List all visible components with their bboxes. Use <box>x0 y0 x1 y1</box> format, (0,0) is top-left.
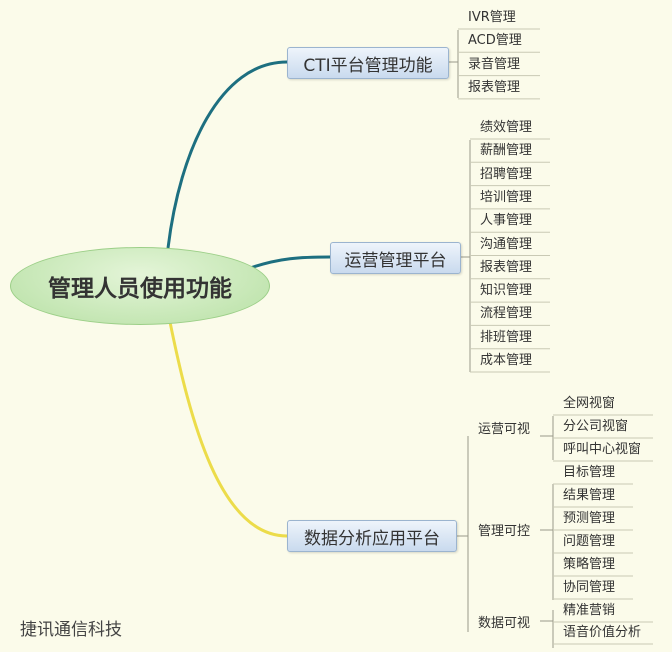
leaf-topic[interactable]: ACD管理 <box>468 33 522 49</box>
leaf-topic[interactable]: 流程管理 <box>480 306 533 322</box>
root-topic[interactable]: 管理人员使用功能 <box>10 247 270 325</box>
leaf-topic[interactable]: 全网视窗 <box>563 396 616 411</box>
leaf-topic[interactable]: 沟通管理 <box>480 236 533 252</box>
leaf-topic[interactable]: 薪酬管理 <box>480 143 533 159</box>
leaf-topic[interactable]: 分公司视窗 <box>563 419 629 434</box>
topic-operations-platform[interactable]: 运营管理平台 <box>330 242 461 274</box>
leaf-topic[interactable]: 协同管理 <box>563 580 616 595</box>
leaf-topic[interactable]: 录音管理 <box>468 56 521 72</box>
branch-line-data <box>168 321 288 538</box>
subtopic[interactable]: 运营可视 <box>478 422 531 437</box>
leaf-topic[interactable]: 成本管理 <box>480 353 533 368</box>
leaf-topic[interactable]: 人事管理 <box>480 213 533 229</box>
leaf-topic[interactable]: 目标管理 <box>563 465 616 480</box>
leaf-topic[interactable]: 绩效管理 <box>480 120 533 135</box>
leaf-topic[interactable]: 招聘管理 <box>480 166 533 182</box>
leaf-topic[interactable]: 策略管理 <box>563 557 616 572</box>
branch-line-cti <box>166 60 288 249</box>
leaf-topic[interactable]: 语音价值分析 <box>563 625 642 640</box>
watermark: 捷讯通信科技 <box>20 620 122 640</box>
leaf-topic[interactable]: 培训管理 <box>480 189 533 205</box>
subtopic[interactable]: 数据可视 <box>478 616 531 631</box>
topic-data-analysis-platform[interactable]: 数据分析应用平台 <box>287 520 457 552</box>
leaf-topic[interactable]: 问题管理 <box>563 534 616 549</box>
leaf-topic[interactable]: IVR管理 <box>468 10 516 25</box>
leaf-topic[interactable]: 报表管理 <box>468 79 521 95</box>
leaf-topic[interactable]: 呼叫中心视窗 <box>563 442 642 457</box>
leaf-topic[interactable]: 知识管理 <box>480 283 533 299</box>
leaf-topic[interactable]: 排班管理 <box>480 329 533 345</box>
subtopic[interactable]: 管理可控 <box>478 524 531 539</box>
leaf-topic[interactable]: 精准营销 <box>563 603 616 618</box>
leaf-topic[interactable]: 结果管理 <box>563 488 616 503</box>
leaf-topic[interactable]: 报表管理 <box>480 259 533 275</box>
branch-line-ops <box>249 255 331 270</box>
topic-cti-platform[interactable]: CTI平台管理功能 <box>287 47 449 79</box>
leaf-topic[interactable]: 预测管理 <box>563 511 616 526</box>
